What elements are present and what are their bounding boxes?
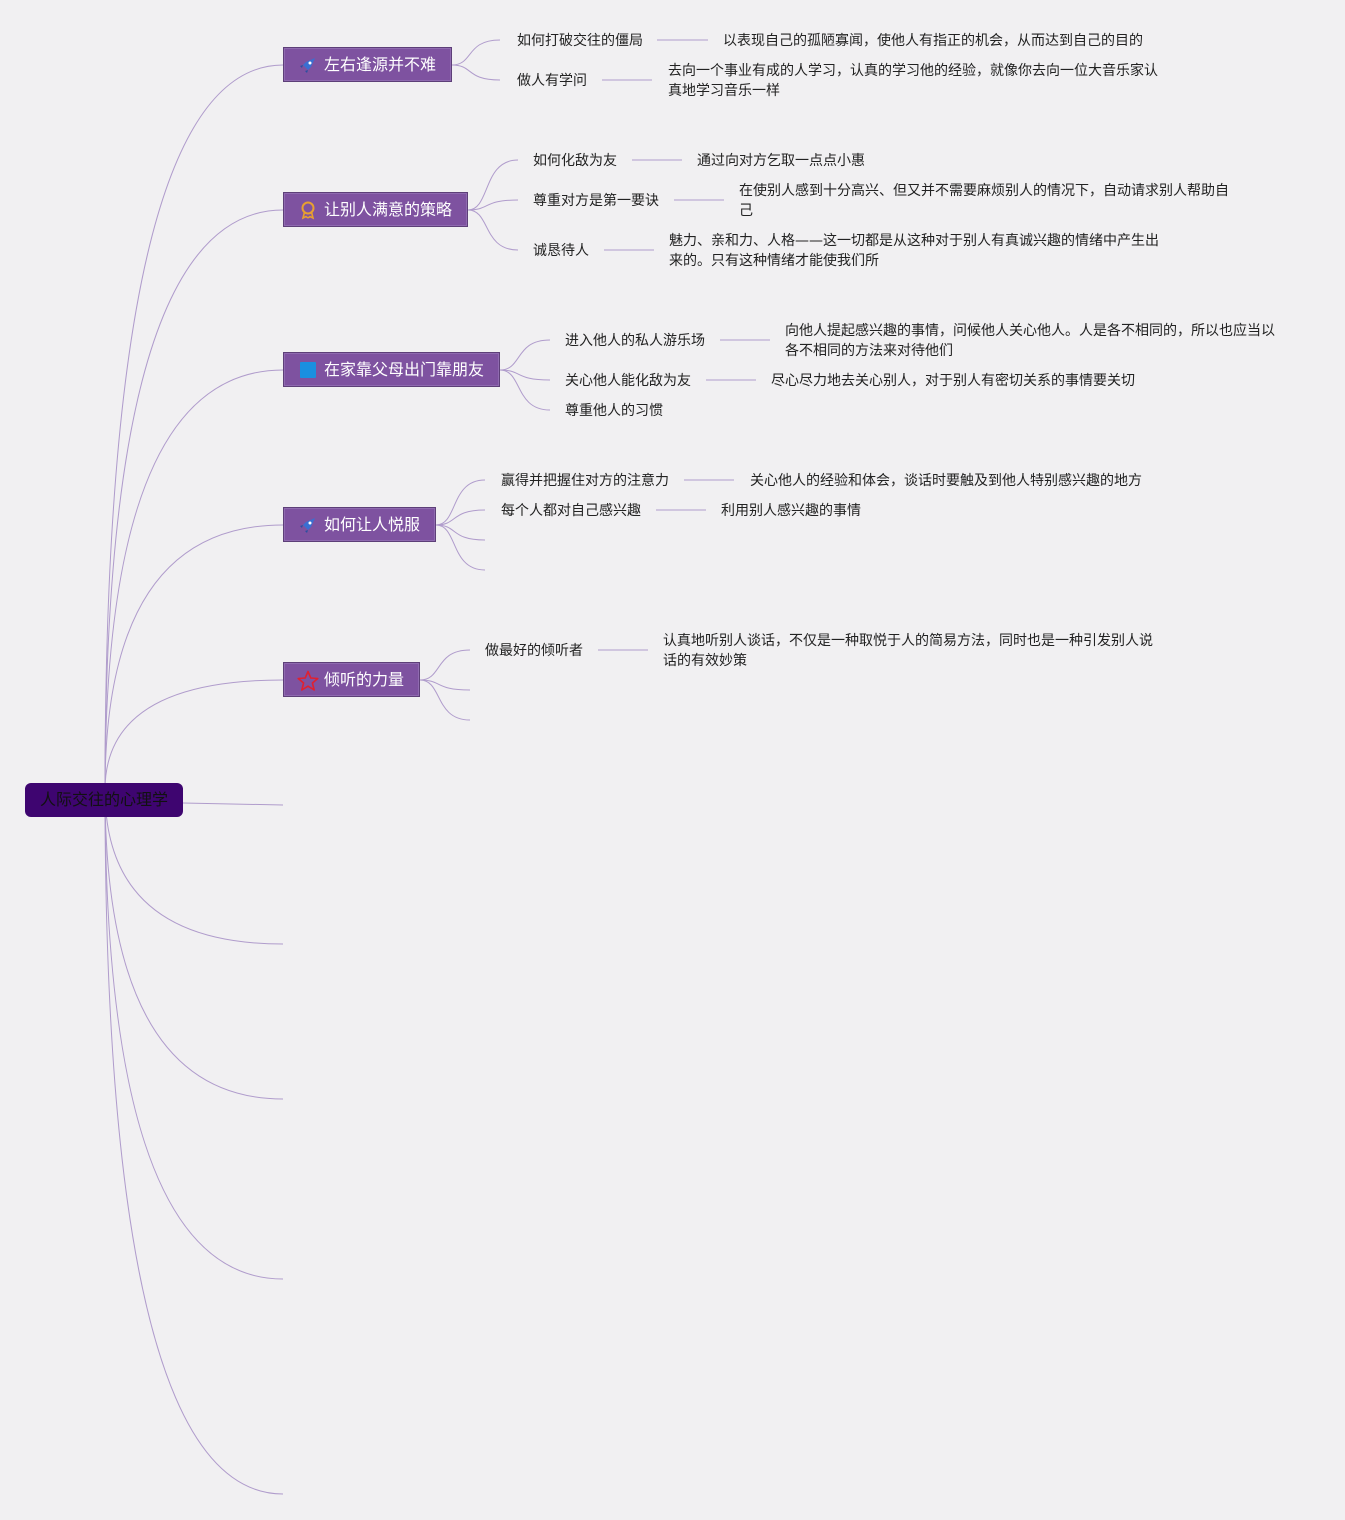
branch-topic-2[interactable]: 让别人满意的策略 — [283, 192, 468, 227]
subtopic-3-3[interactable]: 尊重他人的习惯 — [565, 403, 663, 419]
connector-line-9 — [104, 789, 284, 1495]
branch-topic-4[interactable]: 如何让人悦服 — [283, 507, 436, 542]
detail-4-1[interactable]: 关心他人的经验和体会，谈话时要触及到他人特别感兴趣的地方 — [750, 473, 1142, 489]
root-topic[interactable]: 人际交往的心理学 — [25, 783, 183, 817]
branch-topic-3[interactable]: 在家靠父母出门靠朋友 — [283, 352, 500, 387]
connector-line-1 — [104, 64, 284, 791]
detail-4-2[interactable]: 利用别人感兴趣的事情 — [721, 503, 861, 519]
detail-1-2[interactable]: 去向一个事业有成的人学习，认真的学习他的经验，就像你去向一位大音乐家认真地学习音… — [668, 63, 1158, 99]
connector-line-23 — [419, 649, 471, 681]
branch-topic-1[interactable]: 左右逢源并不难 — [283, 47, 452, 82]
detail-5-1[interactable]: 认真地听别人谈话，不仅是一种取悦于人的简易方法，同时也是一种引发别人说话的有效妙… — [663, 633, 1153, 669]
branch-label: 如何让人悦服 — [324, 515, 421, 534]
connector-line-3 — [104, 369, 284, 791]
detail-2-2[interactable]: 在使别人感到十分高兴、但又并不需要麻烦别人的情况下，自动请求别人帮助自己 — [739, 183, 1229, 219]
connector-line-20 — [435, 509, 486, 526]
subtopic-2-1[interactable]: 如何化敌为友 — [533, 153, 617, 169]
subtopic-2-3[interactable]: 诚恳待人 — [533, 243, 589, 259]
rocket-icon — [298, 515, 318, 535]
connector-line-24 — [419, 679, 471, 691]
connector-line-14 — [467, 199, 519, 211]
connector-line-8 — [104, 789, 284, 1280]
connector-line-6 — [104, 789, 284, 945]
blue-square-icon — [298, 360, 318, 380]
branch-label: 在家靠父母出门靠朋友 — [324, 360, 485, 379]
connector-line-25 — [419, 679, 471, 721]
connector-line-17 — [499, 369, 551, 381]
subtopic-4-1[interactable]: 赢得并把握住对方的注意力 — [501, 473, 669, 489]
branch-label: 倾听的力量 — [324, 670, 405, 689]
subtopic-2-2[interactable]: 尊重对方是第一要诀 — [533, 193, 659, 209]
detail-2-3[interactable]: 魅力、亲和力、人格——这一切都是从这种对于别人有真诚兴趣的情绪中产生出来的。只有… — [669, 233, 1159, 269]
connector-line-22 — [435, 524, 486, 571]
branch-topic-5[interactable]: 倾听的力量 — [283, 662, 420, 697]
subtopic-3-1[interactable]: 进入他人的私人游乐场 — [565, 333, 705, 349]
connector-line-10 — [182, 802, 284, 806]
star-icon — [297, 670, 319, 691]
connector-line-15 — [467, 209, 519, 251]
connector-line-16 — [499, 339, 551, 371]
detail-3-2[interactable]: 尽心尽力地去关心别人，对于别人有密切关系的事情要关切 — [771, 373, 1135, 389]
subtopic-1-1[interactable]: 如何打破交往的僵局 — [517, 33, 643, 49]
branch-label: 左右逢源并不难 — [324, 55, 437, 74]
connector-line-5 — [104, 679, 284, 791]
connector-line-13 — [467, 159, 519, 211]
detail-2-1[interactable]: 通过向对方乞取一点点小惠 — [697, 153, 865, 169]
award-ribbon-icon — [298, 200, 318, 220]
connector-line-12 — [451, 64, 501, 81]
branch-label: 让别人满意的策略 — [324, 200, 453, 219]
connector-line-7 — [104, 789, 284, 1100]
subtopic-1-2[interactable]: 做人有学问 — [517, 73, 587, 89]
subtopic-4-2[interactable]: 每个人都对自己感兴趣 — [501, 503, 641, 519]
connector-line-18 — [499, 369, 551, 411]
subtopic-3-2[interactable]: 关心他人能化敌为友 — [565, 373, 691, 389]
detail-3-1[interactable]: 向他人提起感兴趣的事情，问候他人关心他人。人是各不相同的，所以也应当以各不相同的… — [785, 323, 1275, 359]
connector-line-11 — [451, 39, 501, 66]
subtopic-5-1[interactable]: 做最好的倾听者 — [485, 643, 583, 659]
rocket-icon — [298, 55, 318, 75]
connector-line-4 — [104, 524, 284, 791]
connector-line-21 — [435, 524, 486, 541]
connector-line-2 — [104, 209, 284, 791]
detail-1-1[interactable]: 以表现自己的孤陋寡闻，使他人有指正的机会，从而达到自己的目的 — [723, 33, 1143, 49]
connector-line-19 — [435, 479, 486, 526]
